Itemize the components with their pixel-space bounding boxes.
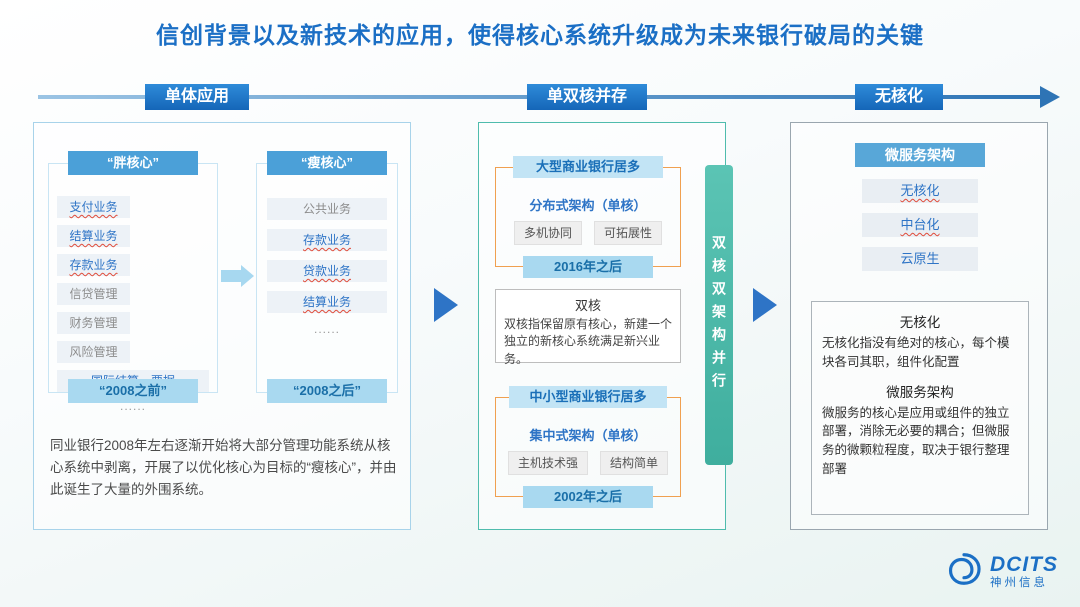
no-core-title: 无核化 xyxy=(899,315,941,330)
fat-core-item: 财务管理 xyxy=(57,312,130,334)
thin-core-header: “瘦核心” xyxy=(267,151,387,175)
monolithic-era-caption: 同业银行2008年左右逐渐开始将大部分管理功能系统从核心系统中剥离，开展了以优化… xyxy=(50,438,397,497)
small-banks-feature: 主机技术强 xyxy=(507,451,588,475)
dcits-logo-swirl-icon xyxy=(945,550,983,593)
logo-company-text: 神州信息 xyxy=(990,576,1048,589)
small-banks-header: 中小型商业银行居多 xyxy=(509,386,667,408)
coreless-item: 中台化 xyxy=(862,213,978,237)
fat-core-column: 支付业务 结算业务 存款业务 信贷管理 财务管理 风险管理 国际结算、票据 ..… xyxy=(48,163,218,413)
fat-to-thin-arrow-icon xyxy=(221,265,254,287)
large-banks-box xyxy=(495,167,681,267)
fat-core-item: 支付业务 xyxy=(57,196,130,218)
microservice-arch-header: 微服务架构 xyxy=(855,143,985,167)
panel-coreless: 微服务架构 无核化 中台化 云原生 无核化 无核化指没有绝对的核心，每个模块各司… xyxy=(790,122,1048,530)
fat-core-item: 信贷管理 xyxy=(57,283,130,305)
large-banks-header: 大型商业银行居多 xyxy=(513,156,663,178)
no-core-body: 无核化指没有绝对的核心，每个模块各司其职，组件化配置 xyxy=(822,336,1010,369)
large-banks-period-badge: 2016年之后 xyxy=(523,256,653,278)
small-banks-architecture: 集中式架构（单核） xyxy=(529,428,647,443)
panel-dual-core: 大型商业银行居多 分布式架构（单核） 多机协同 可拓展性 2016年之后 双核 … xyxy=(478,122,726,530)
dual-core-title: 双核 xyxy=(574,298,601,313)
large-banks-architecture: 分布式架构（单核） xyxy=(529,198,647,213)
large-banks-feature: 可拓展性 xyxy=(594,221,663,245)
coreless-definition-box: 无核化 无核化指没有绝对的核心，每个模块各司其职，组件化配置 微服务架构 微服务… xyxy=(811,301,1029,515)
fat-core-item: 风险管理 xyxy=(57,341,130,363)
timeline-stage-monolithic: 单体应用 xyxy=(145,84,250,110)
logo-brand-text: DCITS xyxy=(990,552,1058,576)
thin-core-item: 结算业务 xyxy=(267,291,387,313)
flow-arrow-icon xyxy=(753,288,777,322)
fat-core-header: “胖核心” xyxy=(68,151,198,175)
microservice-body: 微服务的核心是应用或组件的独立部署，消除无必要的耦合；但微服务的微颗粒程度，取决… xyxy=(822,405,1010,476)
page-title: 信创背景以及新技术的应用，使得核心系统升级成为未来银行破局的关键 xyxy=(156,22,924,48)
thin-core-item: 贷款业务 xyxy=(267,260,387,282)
timeline-stage-dual-core: 单双核并存 xyxy=(527,84,648,110)
fat-core-period-badge: “2008之前” xyxy=(68,379,198,403)
small-banks-period-badge: 2002年之后 xyxy=(523,486,653,508)
thin-core-item: 公共业务 xyxy=(267,198,387,220)
coreless-item: 云原生 xyxy=(862,247,978,271)
microservice-title: 微服务架构 xyxy=(886,384,954,400)
small-banks-feature: 结构简单 xyxy=(600,451,669,475)
thin-core-ellipsis: ...... xyxy=(313,322,340,336)
flow-arrow-icon xyxy=(434,288,458,322)
thin-core-period-badge: “2008之后” xyxy=(267,379,387,403)
timeline-arrowhead-icon xyxy=(1040,86,1060,108)
panel-monolithic: “胖核心” 支付业务 结算业务 存款业务 信贷管理 财务管理 风险管理 国际结算… xyxy=(33,122,411,530)
dual-core-parallel-banner: 双核双架构并行 xyxy=(705,165,733,465)
thin-core-column: 公共业务 存款业务 贷款业务 结算业务 ...... xyxy=(256,163,398,393)
fat-core-item: 存款业务 xyxy=(57,254,130,276)
thin-core-item: 存款业务 xyxy=(267,229,387,251)
small-banks-box xyxy=(495,397,681,497)
dual-core-body: 双核指保留原有核心，新建一个独立的新核心系统满足新兴业务。 xyxy=(504,317,673,366)
dual-core-definition-box: 双核 双核指保留原有核心，新建一个独立的新核心系统满足新兴业务。 xyxy=(495,289,681,366)
timeline-stage-coreless: 无核化 xyxy=(855,84,944,110)
large-banks-feature: 多机协同 xyxy=(513,221,582,245)
dcits-logo: DCITS 神州信息 xyxy=(945,550,1058,593)
coreless-item: 无核化 xyxy=(862,179,978,203)
fat-core-item: 结算业务 xyxy=(57,225,130,247)
